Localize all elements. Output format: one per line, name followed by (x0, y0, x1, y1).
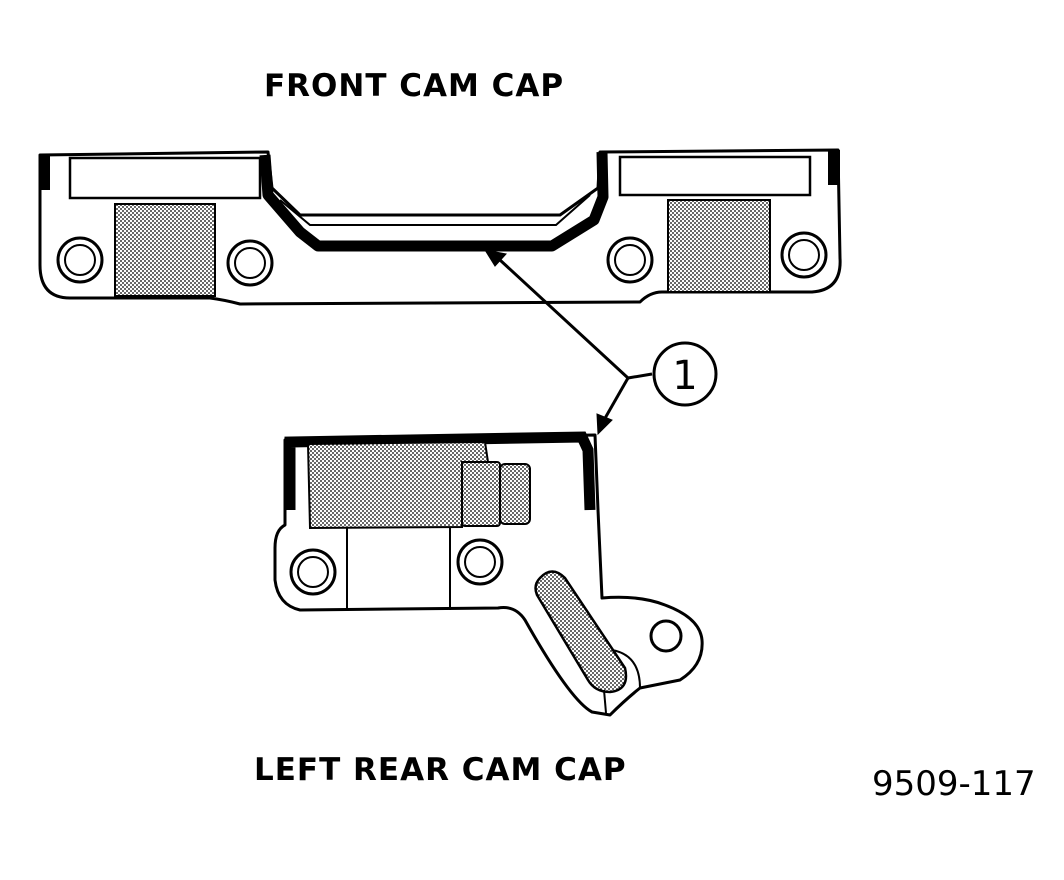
front-cap-left-bearing (114, 203, 216, 297)
front-cap-bolt-holes (56, 231, 828, 287)
front-cam-cap (38, 148, 842, 306)
left-rear-cam-cap (273, 431, 704, 717)
front-cap-right-pad (618, 155, 812, 197)
figure-number: 9509-117 (872, 764, 1036, 804)
rear-cap-bolt-holes (289, 538, 683, 653)
front-cap-right-bearing (667, 199, 771, 293)
left-rear-cam-cap-label: LEFT REAR CAM CAP (254, 752, 627, 788)
rear-cap-bearing-end (499, 463, 531, 525)
front-cap-right-seal-edge (828, 150, 840, 185)
rear-cap-oil-slot (534, 570, 628, 694)
front-cap-left-pad (68, 156, 262, 200)
rear-cap-sealant-bead (284, 431, 596, 511)
callout-1-leaders (483, 249, 653, 436)
front-cap-left-seal-edge (40, 155, 50, 190)
front-cam-cap-label: FRONT CAM CAP (264, 68, 565, 104)
rear-cap-bearing-step (461, 461, 501, 527)
callout-1-label: 1 (672, 353, 697, 399)
callout-1-badge: 1 (652, 341, 718, 407)
front-cap-sealant-bead (259, 151, 609, 252)
